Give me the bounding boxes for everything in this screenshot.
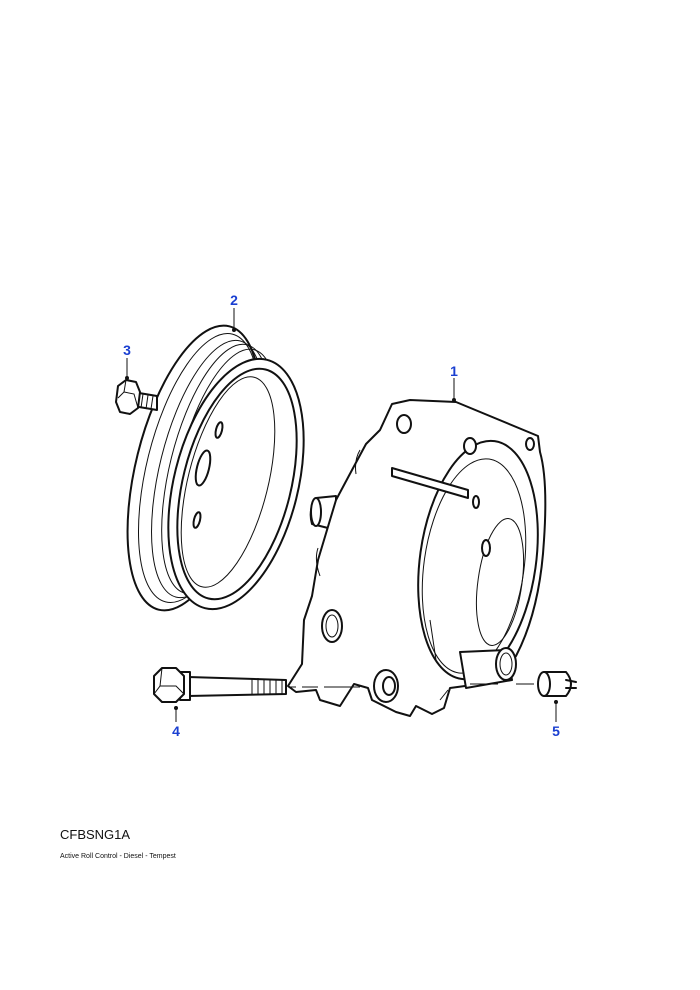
pulley-bolt	[115, 379, 158, 415]
callout-4-label: 4	[172, 723, 180, 739]
drawing-code: CFBSNG1A	[60, 827, 131, 842]
callout-1-label: 1	[450, 363, 458, 379]
diagram-caption: Active Roll Control - Diesel - Tempest	[60, 853, 176, 860]
callout-3: 3	[123, 342, 131, 380]
callout-4: 4	[172, 706, 180, 739]
callout-5: 5	[552, 700, 560, 739]
pump-body	[287, 399, 547, 717]
pulley	[126, 324, 305, 612]
callout-5-label: 5	[552, 723, 560, 739]
callout-1: 1	[450, 363, 458, 402]
sleeve	[470, 671, 577, 697]
callout-3-label: 3	[123, 342, 131, 358]
callout-2: 2	[230, 292, 238, 332]
callout-2-label: 2	[230, 292, 238, 308]
long-bolt	[153, 667, 360, 703]
